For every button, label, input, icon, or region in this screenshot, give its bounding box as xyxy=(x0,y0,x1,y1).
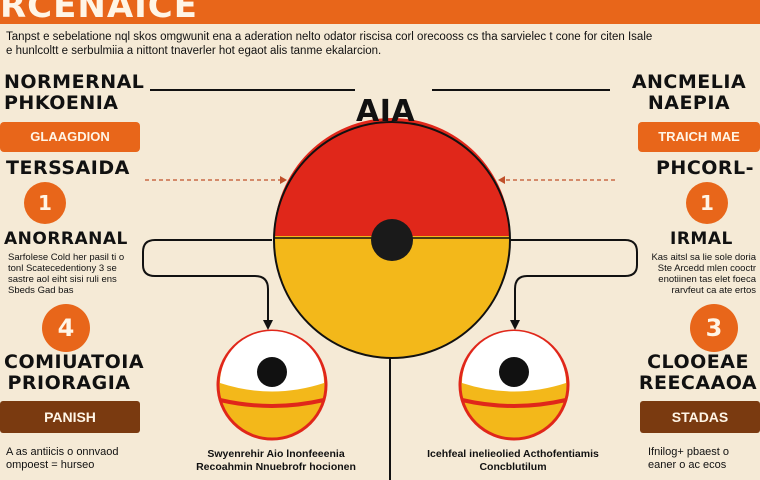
left-section2-title: COMIUATOIA PRIORAGIA xyxy=(4,351,145,394)
left-eye-caption: Swyenrehir Aio lnonfeeenia Recoahmin Nnu… xyxy=(196,448,356,473)
main-circle-outline xyxy=(273,121,511,359)
right-section1-title: IRMAL xyxy=(670,229,733,249)
left-section1-title: ANORRANAL xyxy=(4,229,128,249)
page-title: RCENAICE xyxy=(0,0,198,26)
left-eye-lid xyxy=(219,398,325,408)
left-pill: GLAAGDION xyxy=(0,122,140,152)
left-title: NORMERNAL PHKOENIA xyxy=(4,71,145,114)
right-section2-title: CLOOEAE REECAAOA xyxy=(638,351,758,394)
intro-line-1: Tanpst e sebelatione nql skos omgwunit e… xyxy=(6,31,653,43)
left-footer: A as antiicis o onnvaod ompoest = hurseo xyxy=(6,446,119,471)
right-eye-pupil xyxy=(499,357,529,387)
right-eye-caption: Icehfeal inelieolied Acthofentiamis Conc… xyxy=(427,448,599,473)
arrowhead-left xyxy=(280,176,287,184)
right-number-badge-2: 3 xyxy=(690,304,738,352)
left-number-badge-1: 1 xyxy=(24,182,66,224)
left-subtitle: TERSSAIDA xyxy=(6,157,130,179)
right-subtitle: PHCORL- xyxy=(656,157,755,179)
bracket-right xyxy=(508,239,638,325)
center-label: AIA xyxy=(356,94,416,129)
intro-text: Tanpst e sebelatione nql skos omgwunit e… xyxy=(6,30,756,58)
right-number-badge-1: 1 xyxy=(686,182,728,224)
right-section1-text: Kas aitsl sa lie sole doria Ste Arcedd m… xyxy=(651,252,756,296)
arrowhead-right xyxy=(498,176,505,184)
left-bar: PANISH xyxy=(0,401,140,433)
arrowhead-down-left xyxy=(263,320,273,330)
left-eye-pupil xyxy=(257,357,287,387)
left-number-badge-2: 4 xyxy=(42,304,90,352)
main-circle-pupil xyxy=(371,219,413,261)
right-eye-lid xyxy=(461,398,567,408)
intro-line-2: e hunlcoltt e serbulmiia a nittont tnave… xyxy=(6,45,382,57)
top-banner xyxy=(0,0,760,24)
right-pill: TRAICH MAE xyxy=(638,122,760,152)
arrowhead-down-right xyxy=(510,320,520,330)
bracket-left xyxy=(142,239,272,325)
right-footer: Ifnilog+ pbaest o eaner o ac ecos xyxy=(648,446,730,471)
left-section1-text: Sarfolese Cold her pasil ti o tonl Scate… xyxy=(8,252,125,296)
right-bar: STADAS xyxy=(640,401,760,433)
right-title: ANCMELIA NAEPIA xyxy=(631,71,747,114)
main-circle-top-half xyxy=(274,118,510,236)
